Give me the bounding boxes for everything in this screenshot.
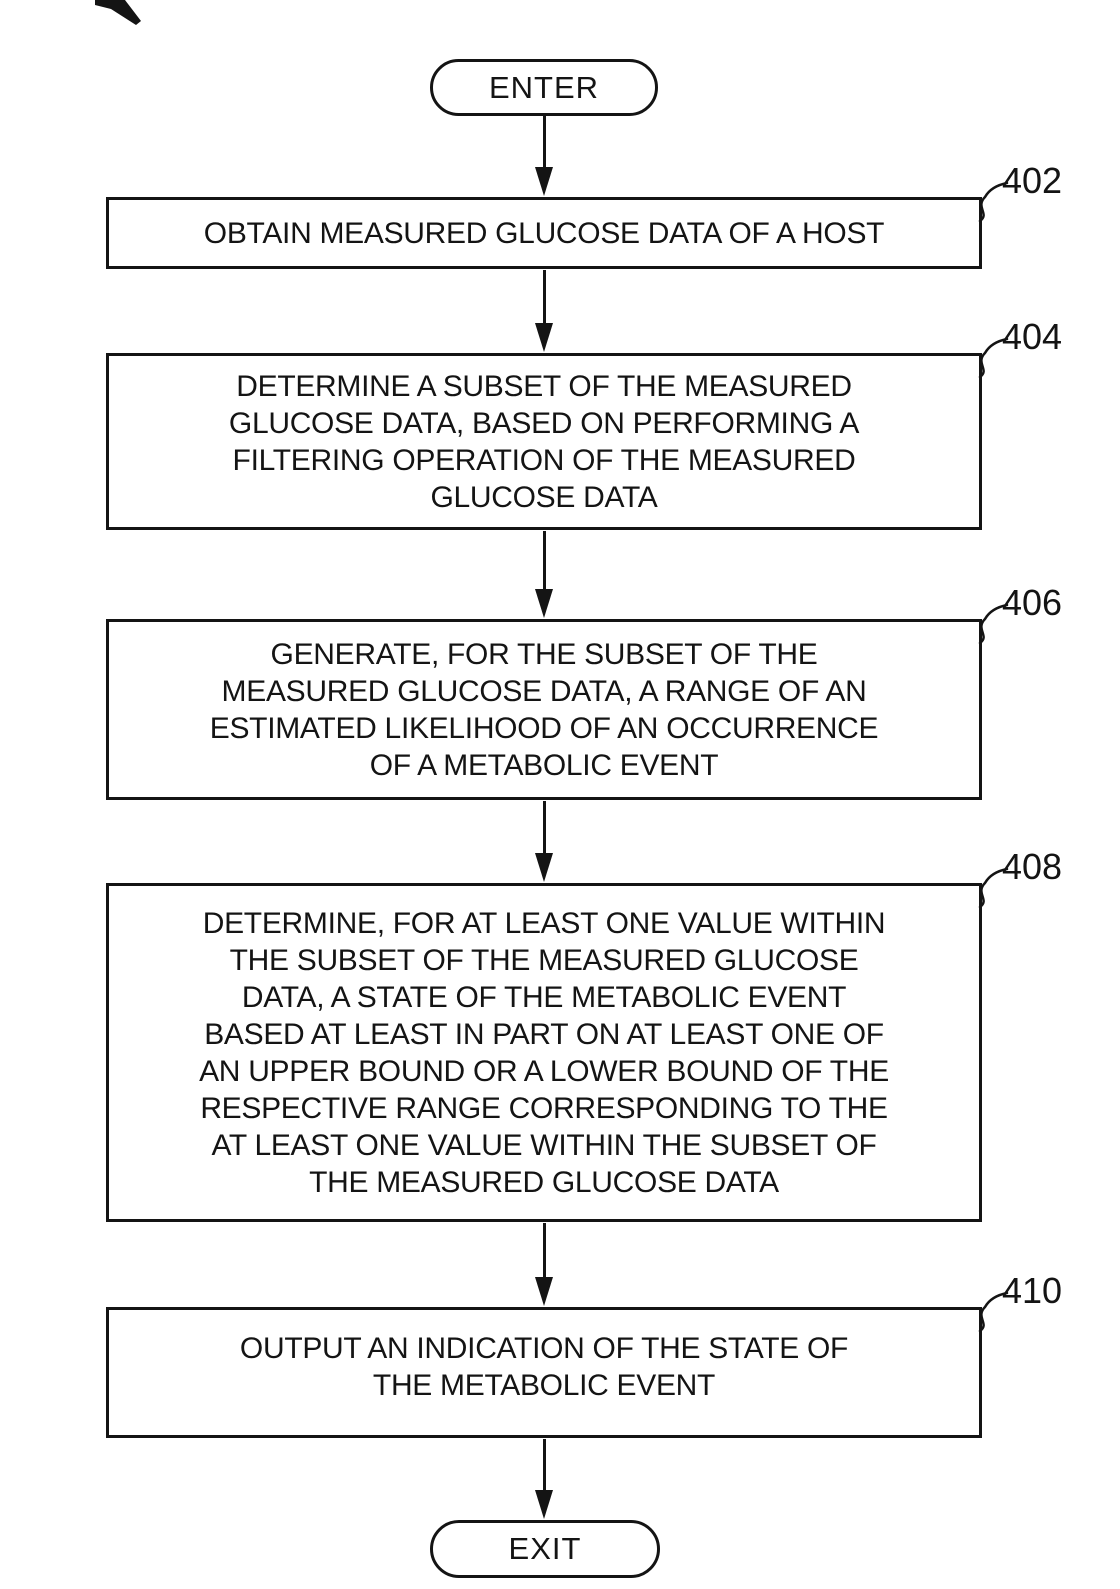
enter-terminal-label: ENTER bbox=[488, 69, 600, 105]
step-404-text: DETERMINE A SUBSET OF THE MEASURED GLUCO… bbox=[228, 369, 860, 514]
exit-terminal-label: EXIT bbox=[508, 1531, 582, 1566]
reference-leader-icon bbox=[978, 603, 1009, 645]
arrow-head-icon bbox=[535, 853, 553, 882]
step-402-text: OBTAIN MEASURED GLUCOSE DATA OF A HOST bbox=[203, 216, 885, 250]
step-410-text: OUTPUT AN INDICATION OF THE STATE OF THE… bbox=[239, 1331, 849, 1402]
figure-arrow-mark-icon bbox=[95, 0, 141, 25]
step-406-text: GENERATE, FOR THE SUBSET OF THE MEASURED… bbox=[209, 637, 879, 782]
flow-arrow-408-to-410 bbox=[534, 1223, 554, 1306]
enter-terminal: ENTER bbox=[430, 59, 658, 116]
step-box-408: DETERMINE, FOR AT LEAST ONE VALUE WITHIN… bbox=[106, 883, 982, 1222]
reference-numeral-402: 402 bbox=[1002, 160, 1063, 201]
flow-arrow-enter-to-402 bbox=[534, 116, 554, 196]
arrow-head-icon bbox=[535, 167, 553, 196]
reference-numeral-408: 408 bbox=[1002, 846, 1063, 887]
reference-numeral-404: 404 bbox=[1002, 316, 1063, 357]
arrow-head-icon bbox=[535, 1490, 553, 1519]
reference-leader-icon bbox=[978, 181, 1009, 223]
reference-leader-icon bbox=[978, 337, 1009, 379]
arrow-head-icon bbox=[535, 1277, 553, 1306]
flow-arrow-410-to-exit bbox=[534, 1439, 554, 1519]
arrow-stem bbox=[542, 801, 546, 853]
reference-numeral-410: 410 bbox=[1002, 1270, 1063, 1311]
flow-arrow-402-to-404 bbox=[534, 270, 554, 352]
reference-leader-icon bbox=[978, 867, 1009, 909]
step-box-404: DETERMINE A SUBSET OF THE MEASURED GLUCO… bbox=[106, 353, 982, 530]
arrow-stem bbox=[542, 1439, 546, 1490]
step-box-402: OBTAIN MEASURED GLUCOSE DATA OF A HOST bbox=[106, 197, 982, 269]
flow-arrow-406-to-408 bbox=[534, 801, 554, 882]
arrow-stem bbox=[542, 270, 546, 323]
exit-terminal: EXIT bbox=[430, 1520, 660, 1578]
step-408-text: DETERMINE, FOR AT LEAST ONE VALUE WITHIN… bbox=[199, 906, 889, 1199]
arrow-stem bbox=[542, 1223, 546, 1277]
step-box-406: GENERATE, FOR THE SUBSET OF THE MEASURED… bbox=[106, 619, 982, 800]
arrow-stem bbox=[542, 116, 546, 167]
arrow-head-icon bbox=[535, 323, 553, 352]
arrow-head-icon bbox=[535, 589, 553, 618]
reference-numeral-406: 406 bbox=[1002, 582, 1063, 623]
flow-arrow-404-to-406 bbox=[534, 531, 554, 618]
arrow-stem bbox=[542, 531, 546, 589]
reference-leader-icon bbox=[978, 1291, 1009, 1333]
step-box-410: OUTPUT AN INDICATION OF THE STATE OF THE… bbox=[106, 1307, 982, 1438]
